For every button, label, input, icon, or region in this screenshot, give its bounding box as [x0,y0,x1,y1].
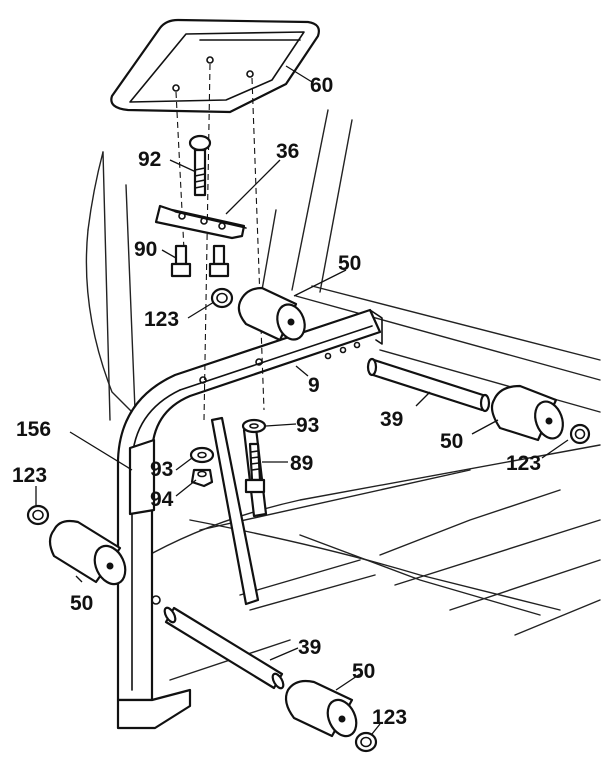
callout-9: 9 [308,374,320,397]
end-cap-123-top [210,287,234,309]
callout-123-top: 123 [144,308,179,331]
end-cap-123-right [569,423,591,445]
bolt-89 [244,442,266,494]
callout-123-left: 123 [12,464,47,487]
callout-labels: 60 92 36 90 50 123 9 39 93 50 156 89 93 … [12,74,541,729]
bracket-plate-36 [154,204,247,240]
callout-36: 36 [276,140,299,163]
callout-123-right: 123 [506,452,541,475]
tube-39-right [366,357,491,413]
callout-39-bottom: 39 [298,636,321,659]
roller-pad-50-bottom [284,679,358,738]
washer-93-left [189,446,215,464]
callout-89: 89 [290,452,313,475]
bolts-90 [170,244,230,278]
callout-93-right: 93 [296,414,319,437]
roller-pad-50-right [490,384,564,442]
roller-pad-50-left [48,519,127,586]
washer-93-right [241,418,267,434]
callout-156: 156 [16,418,51,441]
callout-90: 90 [134,238,157,261]
background-bench-frame [85,109,601,681]
callout-93-left: 93 [150,458,173,481]
frame-insert-156 [128,438,156,516]
callout-50-left: 50 [70,592,93,615]
leader-lines [35,65,569,735]
callout-94: 94 [150,488,174,511]
end-cap-123-bottom [354,731,378,753]
callout-123-bottom: 123 [372,706,407,729]
end-cap-123-left [26,504,50,526]
roller-pad-50-top [237,286,306,342]
nut-94 [190,468,214,488]
callout-50-top: 50 [338,252,361,275]
callout-50-bottom: 50 [352,660,375,683]
main-frame [116,308,383,730]
callout-50-right: 50 [440,430,463,453]
callout-92: 92 [138,148,161,171]
tube-39-bottom [163,606,285,690]
callout-39-right: 39 [380,408,403,431]
callout-60: 60 [310,74,333,97]
carriage-bolt-92 [188,134,212,197]
seat-pad-60 [110,18,320,114]
